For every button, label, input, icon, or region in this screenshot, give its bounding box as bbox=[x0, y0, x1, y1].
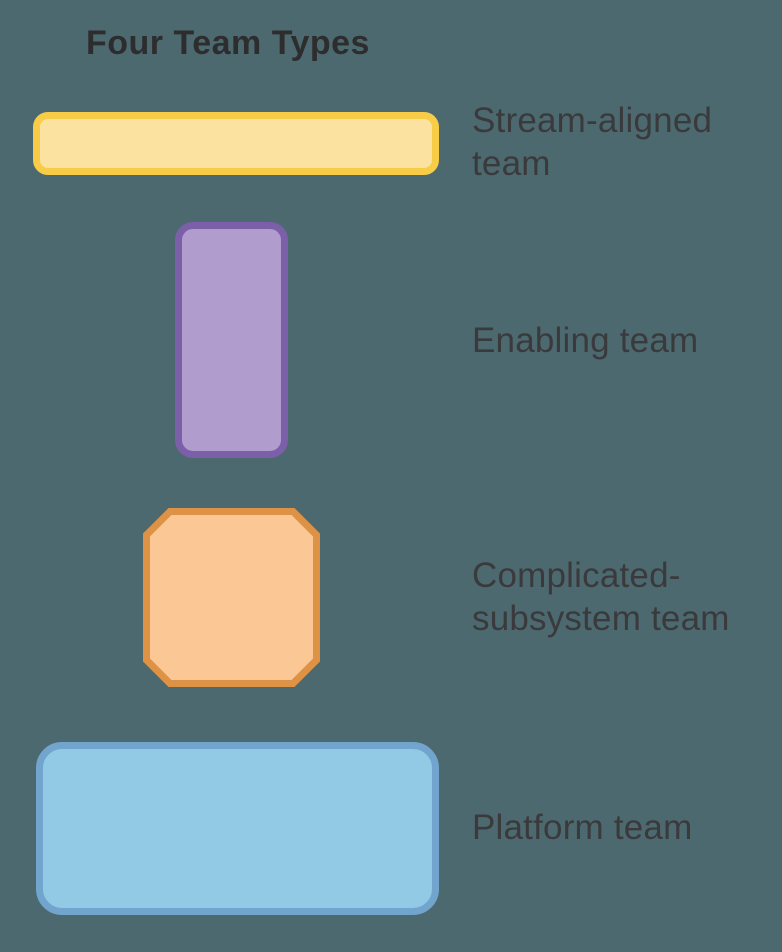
complicated-subsystem-team-shape bbox=[143, 508, 320, 687]
enabling-team-label: Enabling team bbox=[472, 321, 699, 360]
platform-team-shape bbox=[36, 742, 439, 915]
diagram-title: Four Team Types bbox=[86, 24, 370, 62]
octagon-shape bbox=[143, 508, 320, 687]
octagon-polygon bbox=[143, 508, 320, 687]
stream-aligned-team-label: Stream-aligned team bbox=[472, 101, 713, 183]
complicated-subsystem-team-label: Complicated- subsystem team bbox=[472, 556, 730, 638]
platform-team-label: Platform team bbox=[472, 808, 693, 847]
enabling-team-shape bbox=[175, 222, 288, 458]
stream-aligned-team-shape bbox=[33, 112, 439, 175]
